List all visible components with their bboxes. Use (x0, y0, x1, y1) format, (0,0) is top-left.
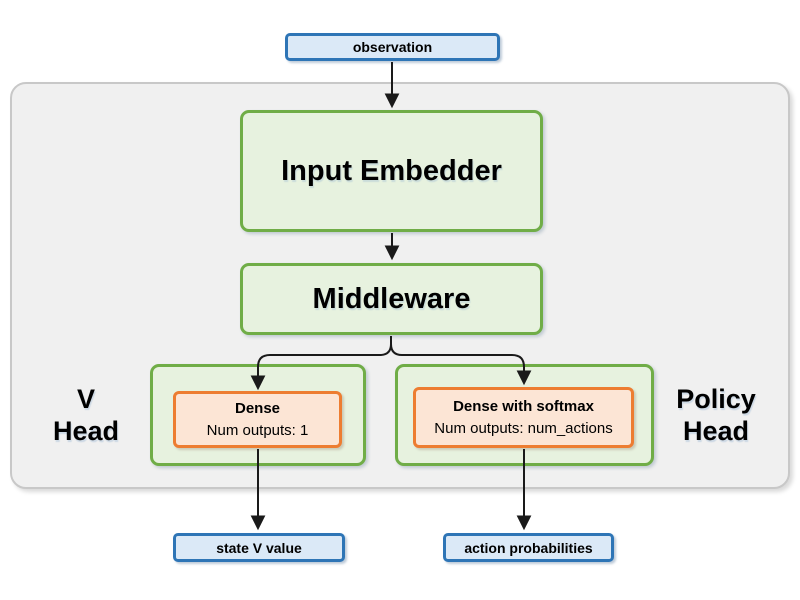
observation-node: observation (285, 33, 500, 61)
policy-head-label-line2: Head (682, 415, 750, 446)
policy-head-dense-title: Dense with softmax (453, 397, 594, 415)
v-head-label-line1: V (76, 384, 95, 414)
state-v-value-node: state V value (173, 533, 345, 562)
input-embedder-label: Input Embedder (281, 154, 502, 187)
policy-head-dense-node: Dense with softmax Num outputs: num_acti… (413, 387, 634, 448)
state-v-value-label: state V value (216, 539, 302, 556)
input-embedder-node: Input Embedder (240, 110, 543, 232)
v-head-dense-subtitle: Num outputs: 1 (206, 421, 309, 439)
policy-head-label-line1: Policy (676, 384, 756, 414)
policy-head-label: Policy Head (651, 384, 781, 448)
v-head-dense-node: Dense Num outputs: 1 (173, 391, 342, 448)
v-head-dense-title: Dense (234, 399, 281, 417)
middleware-label: Middleware (312, 282, 471, 315)
observation-label: observation (352, 39, 433, 55)
action-probabilities-label: action probabilities (464, 539, 593, 556)
action-probabilities-node: action probabilities (443, 533, 614, 562)
middleware-node: Middleware (240, 263, 543, 335)
v-head-label-line2: Head (52, 415, 120, 446)
policy-head-dense-subtitle: Num outputs: num_actions (434, 419, 613, 437)
v-head-label: V Head (21, 384, 151, 448)
